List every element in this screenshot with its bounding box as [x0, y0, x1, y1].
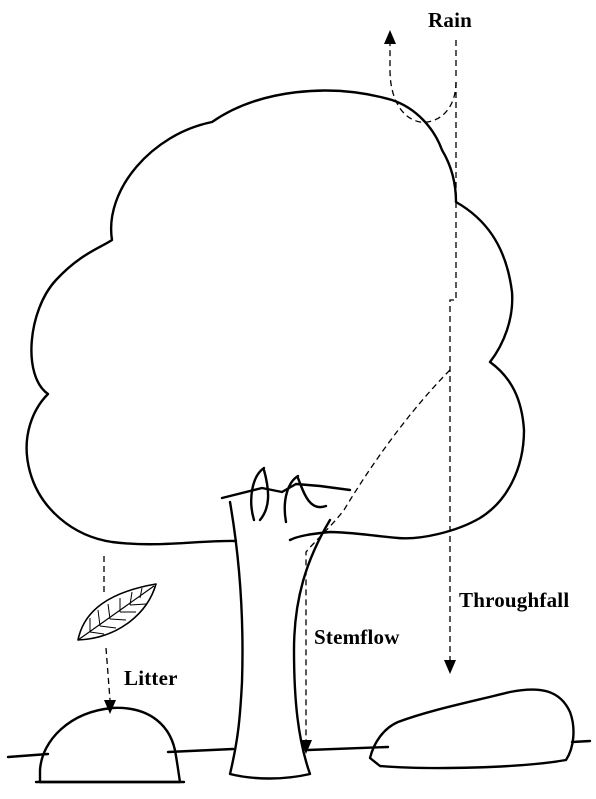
litter-line — [104, 556, 110, 700]
ground-line — [8, 741, 590, 757]
leaf-icon — [78, 584, 156, 640]
stemflow-line — [306, 370, 450, 740]
interception-curve — [390, 42, 456, 122]
arrowhead-icon — [384, 30, 396, 44]
left-mound — [40, 708, 180, 782]
throughfall-label: Throughfall — [459, 588, 569, 613]
litter-label: Litter — [124, 666, 178, 691]
arrowhead-icon — [444, 660, 456, 674]
stemflow-label: Stemflow — [314, 625, 400, 650]
rain-label: Rain — [428, 8, 472, 33]
right-rock — [370, 689, 573, 768]
